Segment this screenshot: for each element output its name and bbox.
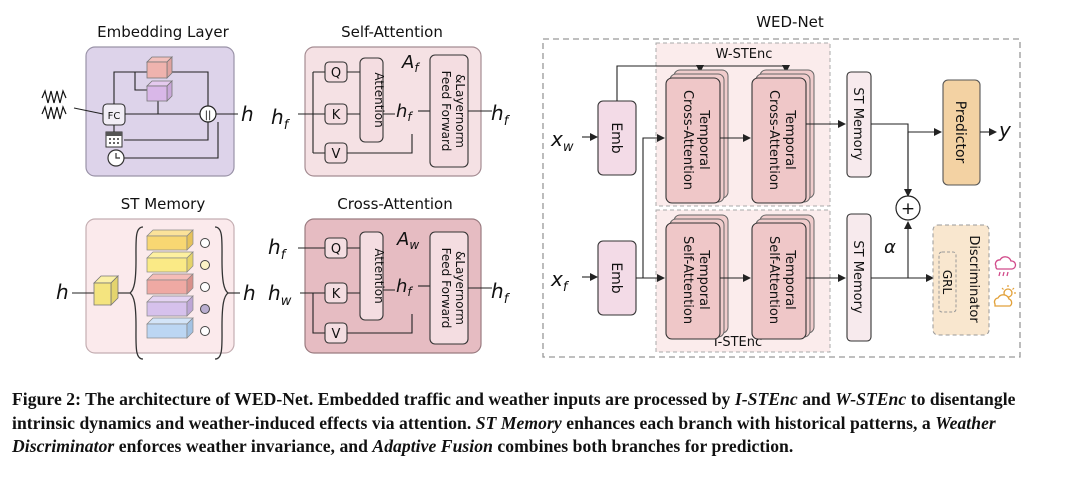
self-attention-weight-af: Af <box>401 52 420 75</box>
embedding-output-h: h <box>241 102 254 126</box>
i-self-attention-encoder-1: Temporal Self-Attention <box>665 214 729 340</box>
caption-figure-label: Figure 2: The architecture of WED-Net. <box>12 389 314 409</box>
i-self-attention-encoder-2: Temporal Self-Attention <box>751 214 815 340</box>
q-label: Q <box>331 242 341 257</box>
caption-text: to disentangle intrinsic dynamics and we… <box>12 389 1016 433</box>
caption-text: enforces weather invariance, and <box>114 436 373 457</box>
ffn-label-line2: &Layernorm <box>453 251 467 325</box>
v-label: V <box>332 327 341 342</box>
self-attention-input-hf: hf <box>271 105 291 133</box>
svg-text:Temporal: Temporal <box>696 249 711 310</box>
fusion-weight-alpha: α <box>884 237 896 258</box>
embedding-cube-purple <box>146 80 173 102</box>
st-memory-label: ST Memory <box>850 240 865 314</box>
emb-label: Emb <box>608 262 624 293</box>
emb-label: Emb <box>608 122 624 153</box>
st-memory-title: ST Memory <box>121 195 206 213</box>
k-label: K <box>332 287 341 302</box>
cross-attention-block <box>359 231 384 321</box>
svg-text:Temporal: Temporal <box>696 109 711 170</box>
architecture-diagram: Embedding Layer FC <box>41 13 1021 360</box>
self-attention-panel: Self-Attention hf Q K V Attention Af hf … <box>271 23 511 177</box>
memory-slot-yellow <box>146 229 194 251</box>
wednet-panel: WED-Net W-STEnc I-STEnc xw xf Emb Emb Te… <box>542 13 1021 358</box>
i-stenc-label: I-STEnc <box>714 335 762 350</box>
cross-attention-hidden-hf: hf <box>396 276 413 299</box>
memory-slot-yellow-2 <box>146 251 194 273</box>
memory-slot-blue <box>146 317 194 339</box>
memory-weights <box>200 238 210 336</box>
self-attention-hidden-hf: hf <box>396 101 413 124</box>
caption-text: combines both branches for prediction. <box>492 436 794 457</box>
grl-block <box>938 251 957 313</box>
w-stenc-label: W-STEnc <box>716 47 773 62</box>
wave-input-icon <box>41 105 67 120</box>
prediction-output-y: y <box>998 118 1012 142</box>
caption-text: Embedded traffic and weather inputs are … <box>313 389 735 409</box>
svg-text:Temporal: Temporal <box>782 249 797 310</box>
cross-attention-output-hf: hf <box>491 279 511 307</box>
v-label: V <box>332 147 341 162</box>
self-attention-title: Self-Attention <box>341 23 443 41</box>
calendar-icon <box>105 131 123 148</box>
caption-i-stenc: I-STEnc <box>734 389 798 409</box>
w-cross-attention-encoder-1: Temporal Cross-Attention <box>665 69 729 204</box>
attention-label: Attention <box>372 248 386 303</box>
memory-slot-red <box>146 273 194 295</box>
st-memory-input-h: h <box>56 280 69 304</box>
ffn-label-line2: &Layernorm <box>453 74 467 148</box>
attention-label: Attention <box>372 72 386 127</box>
svg-text:Cross-Attention: Cross-Attention <box>680 90 695 190</box>
rain-cloud-icon <box>994 256 1017 277</box>
ffn-label-line1: Feed Forward <box>439 71 453 152</box>
svg-text:Cross-Attention: Cross-Attention <box>766 90 781 190</box>
st-memory-output-h: h <box>243 281 256 305</box>
k-label: K <box>332 108 341 123</box>
predictor-label: Predictor <box>952 101 968 164</box>
discriminator-label: Discriminator <box>966 235 981 323</box>
q-label: Q <box>331 66 341 81</box>
caption-text: and <box>797 389 836 409</box>
wednet-title: WED-Net <box>756 13 824 31</box>
self-attention-output-hf: hf <box>491 101 511 129</box>
embedding-layer-panel: Embedding Layer FC <box>41 23 254 177</box>
traffic-input-xf: xf <box>550 267 570 295</box>
cross-attention-input-hf: hf <box>268 235 288 263</box>
memory-bracket-left <box>128 226 144 360</box>
memory-slot-purple <box>146 295 194 317</box>
wednet-box <box>542 38 1021 358</box>
memory-slots <box>146 229 194 339</box>
embedding-layer-title: Embedding Layer <box>97 23 230 41</box>
fc-label: FC <box>108 111 121 122</box>
embedding-layer-box <box>85 46 235 177</box>
figure-caption: Figure 2: The architecture of WED-Net. E… <box>12 388 1070 459</box>
clock-icon <box>107 149 125 167</box>
cross-attention-weight-aw: Aw <box>396 229 419 252</box>
caption-weather-discriminator: Weather Discriminator <box>12 412 996 457</box>
st-memory-panel: ST Memory h h <box>56 195 256 360</box>
wave-input-icon <box>41 89 67 104</box>
caption-text: enhances each branch with historical pat… <box>561 412 936 433</box>
weather-input-xw: xw <box>550 127 574 155</box>
memory-query-cube <box>93 275 119 306</box>
cross-attention-title: Cross-Attention <box>337 195 452 213</box>
fusion-plus-symbol: + <box>901 199 915 219</box>
ffn-label-line1: Feed Forward <box>439 248 453 329</box>
w-cross-attention-encoder-2: Temporal Cross-Attention <box>751 69 815 204</box>
self-attention-block <box>359 57 384 143</box>
cross-attention-input-hw: hw <box>268 281 292 309</box>
sun-cloud-icon <box>993 285 1016 307</box>
grl-label: GRL <box>940 270 954 295</box>
concat-symbol: || <box>205 110 212 121</box>
svg-text:Self-Attention: Self-Attention <box>680 236 695 324</box>
st-memory-label: ST Memory <box>850 87 865 161</box>
svg-text:Temporal: Temporal <box>782 109 797 170</box>
caption-st-memory: ST Memory <box>475 412 562 433</box>
svg-text:Self-Attention: Self-Attention <box>766 236 781 324</box>
cross-attention-panel: Cross-Attention hf hw Q K V Attention Aw… <box>268 195 511 354</box>
caption-adaptive-fusion: Adaptive Fusion <box>372 436 493 457</box>
caption-w-stenc: W-STEnc <box>835 389 907 409</box>
embedding-cube-red <box>146 56 173 79</box>
